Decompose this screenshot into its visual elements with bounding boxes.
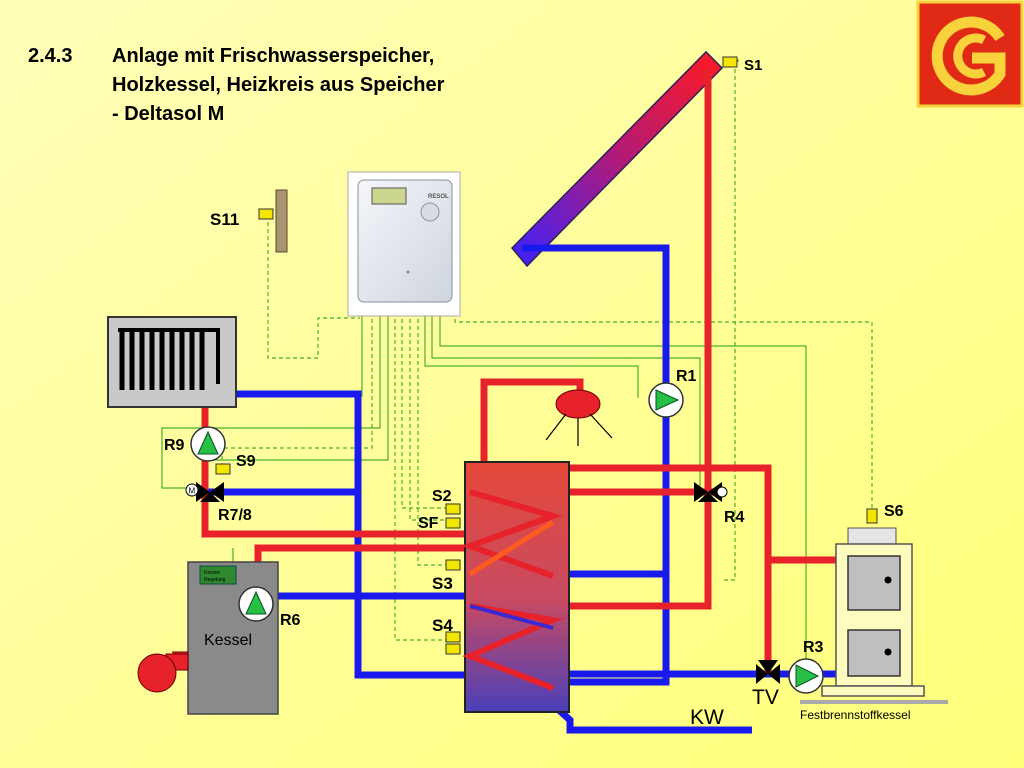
- label-r3: R3: [803, 639, 824, 656]
- label-r9: R9: [164, 437, 185, 454]
- label-s1: S1: [744, 57, 762, 74]
- outdoor-wall: [275, 189, 288, 253]
- label-s11: S11: [210, 210, 239, 229]
- kessel-regelung-box: [199, 565, 237, 585]
- label-s9: S9: [236, 453, 256, 470]
- label-kessel-regelung-1: Kessel-: [204, 570, 221, 576]
- label-s6: S6: [884, 503, 904, 520]
- label-s3: S3: [432, 574, 453, 593]
- sensor-s4a: [445, 631, 461, 643]
- hot-water-outlet: [545, 389, 613, 446]
- wood-boiler: [800, 527, 948, 704]
- label-r6: R6: [280, 612, 301, 629]
- label-sf: SF: [418, 515, 439, 532]
- sensor-s2: [445, 503, 461, 515]
- mixing-valve-r78[interactable]: M: [185, 482, 224, 502]
- title-line-3: - Deltasol M: [112, 103, 225, 125]
- label-s4: S4: [432, 616, 453, 635]
- sensor-s9: [215, 463, 231, 475]
- sensor-s4b: [445, 643, 461, 655]
- title-line-2: Holzkessel, Heizkreis aus Speicher: [112, 74, 445, 96]
- motor-label: M: [189, 487, 196, 496]
- label-kw: KW: [690, 706, 724, 729]
- label-r1: R1: [676, 368, 697, 385]
- pump-r1[interactable]: [648, 382, 684, 418]
- thermostatic-valve-tv[interactable]: [756, 660, 780, 684]
- pump-r6[interactable]: [238, 586, 274, 622]
- pump-r9[interactable]: [190, 426, 226, 462]
- label-festbrennstoffkessel: Festbrennstoffkessel: [800, 708, 911, 722]
- sensor-s11: [258, 208, 274, 220]
- label-r4: R4: [724, 509, 745, 526]
- controller-brand: RESOL: [428, 194, 449, 200]
- burner: [137, 653, 177, 693]
- sensor-s1: [722, 56, 738, 68]
- title-lines: Anlage mit Frischwasserspeicher, Holzkes…: [112, 42, 444, 129]
- label-kessel: Kessel: [204, 632, 252, 649]
- sensor-s3: [445, 559, 461, 571]
- label-kessel-regelung-2: Regelung: [204, 577, 226, 583]
- label-r78: R7/8: [218, 507, 252, 524]
- sensor-s6: [866, 508, 878, 524]
- pump-r3[interactable]: [788, 658, 824, 694]
- switch-valve-r4[interactable]: [694, 482, 728, 502]
- sensors: [215, 56, 878, 655]
- sensor-sf: [445, 517, 461, 529]
- company-logo: [916, 0, 1024, 108]
- section-number: 2.4.3: [28, 45, 73, 67]
- solar-collector: [510, 50, 724, 268]
- storage-tank: [461, 461, 570, 713]
- controller-display: [371, 187, 407, 205]
- radiator: [107, 316, 237, 408]
- title-line-1: Anlage mit Frischwasserspeicher,: [112, 45, 435, 67]
- label-s2: S2: [432, 488, 452, 505]
- label-tv: TV: [752, 686, 779, 709]
- deltasol-controller[interactable]: RESOL: [347, 171, 461, 317]
- kessel-boiler: [137, 561, 279, 715]
